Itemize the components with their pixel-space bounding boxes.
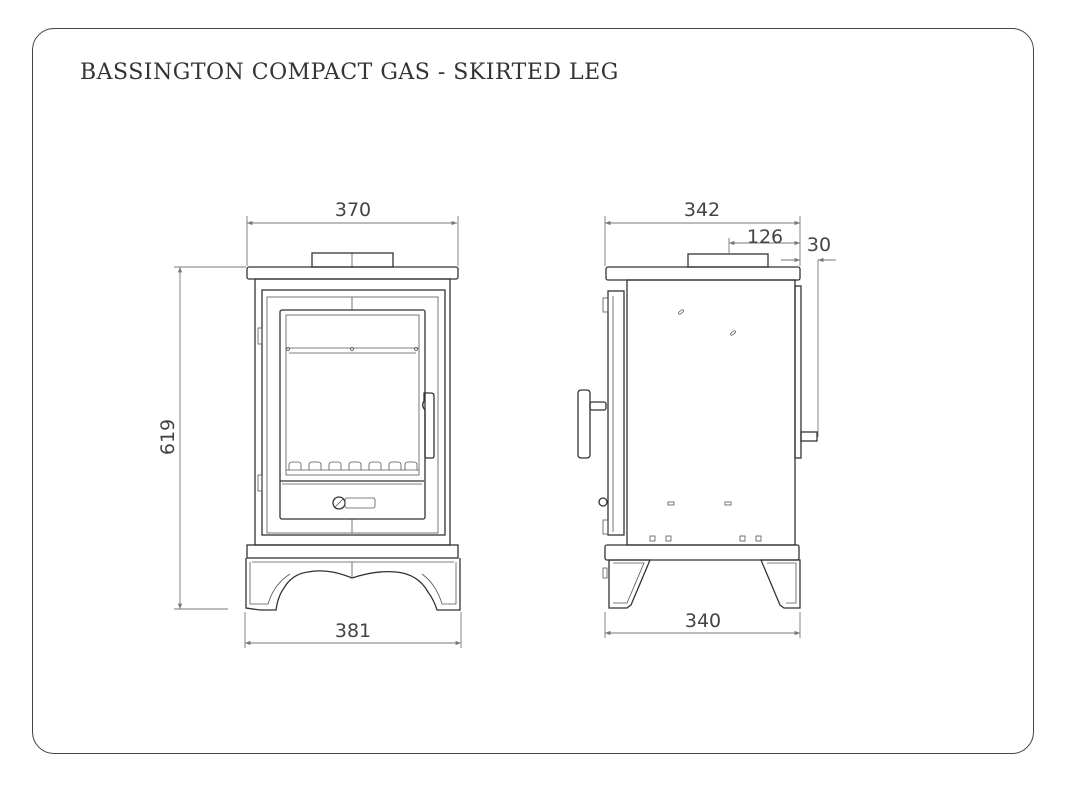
dim-label-30: 30 [807, 234, 831, 256]
dim-label-381: 381 [335, 620, 371, 642]
side-base-dimension: 340 [604, 610, 801, 638]
dim-label-370: 370 [335, 199, 371, 221]
base-plinth [604, 544, 800, 561]
drawing-title: BASSINGTON COMPACT GAS - SKIRTED LEG [80, 60, 619, 85]
door-frame [261, 289, 446, 536]
grate [286, 461, 419, 471]
door-handle [422, 392, 435, 459]
flue-collar [687, 253, 769, 268]
stove-side [577, 253, 818, 609]
dim-label-619: 619 [157, 419, 179, 455]
top-plate [246, 266, 459, 280]
front-view: 370 619 381 [157, 199, 462, 648]
drawing-frame [32, 28, 1034, 754]
hinge [257, 474, 263, 492]
side-depth-dimension: 342 [604, 199, 801, 266]
stove-front [245, 252, 461, 611]
fire-window [279, 309, 426, 520]
dim-label-126: 126 [747, 226, 783, 248]
stove-body [626, 279, 796, 546]
front-height-dimension: 619 [157, 266, 246, 610]
door [607, 290, 625, 536]
air-control-slot [344, 497, 376, 509]
dim-label-340: 340 [685, 610, 721, 632]
flue-offset-dimension: 126 [728, 226, 800, 253]
flue-collar [311, 252, 394, 268]
stove-body [254, 278, 451, 546]
rear-panel [794, 285, 802, 459]
hinge [257, 327, 263, 345]
base-plinth [246, 544, 459, 559]
rear-spigot [800, 431, 818, 442]
side-view: 342 126 30 340 [577, 199, 836, 638]
door-handle [577, 389, 591, 459]
air-knob [598, 497, 608, 507]
dim-label-342: 342 [684, 199, 720, 221]
front-base-dimension: 381 [244, 612, 462, 648]
rear-spigot-dimension: 30 [781, 234, 836, 437]
front-width-dimension: 370 [246, 199, 459, 266]
front-leg [608, 559, 651, 609]
fixings [649, 309, 762, 542]
top-plate [605, 266, 801, 281]
rear-leg [760, 559, 801, 609]
